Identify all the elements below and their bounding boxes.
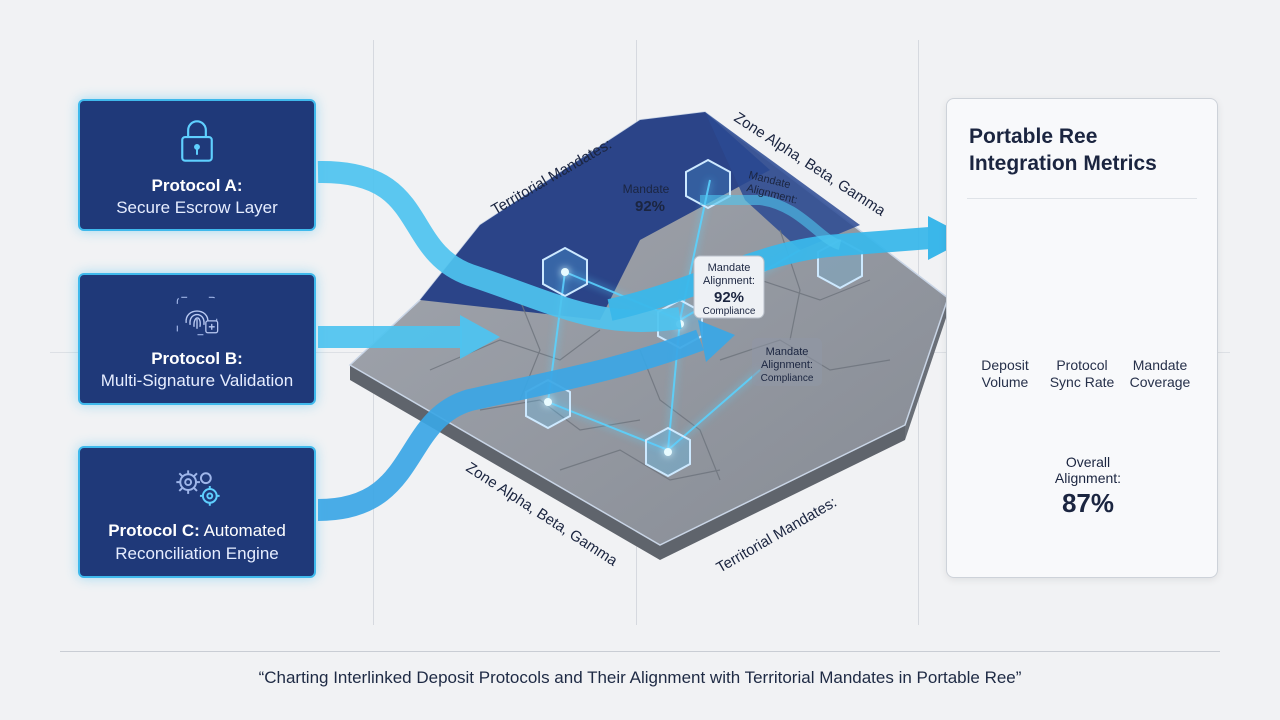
flow-arrow-c-head [698, 320, 735, 362]
svg-text:92%: 92% [635, 198, 665, 215]
svg-text:Compliance: Compliance [703, 306, 756, 317]
svg-text:Mandate: Mandate [766, 346, 809, 358]
caption-rule [60, 651, 1220, 652]
callout-3: Mandate Alignment: 92% Compliance [693, 255, 765, 319]
fingerprint-icon [176, 296, 219, 336]
map-slab-side [905, 298, 948, 440]
divider [967, 198, 1197, 199]
svg-text:Alignment:: Alignment: [761, 359, 813, 371]
protocol-a-title: Protocol A: [151, 176, 243, 195]
protocol-c-title: Protocol C: Automated [108, 521, 286, 540]
protocol-b-title: Protocol B: [151, 349, 243, 368]
territory-zone-navy [420, 112, 770, 320]
flow-arrow-b-head [460, 315, 500, 359]
donut-value: 87% [1061, 488, 1115, 518]
protocol-card-c: Protocol C: Automated Reconciliation Eng… [78, 446, 316, 578]
protocol-b-subtitle: Multi-Signature Validation [100, 371, 294, 390]
svg-text:Mandate: Mandate [623, 182, 670, 196]
flow-arrow-c [317, 329, 704, 521]
protocol-card-a: Protocol A: Secure Escrow Layer [78, 99, 316, 231]
svg-text:Mandate: Mandate [708, 262, 751, 274]
gears-icon [176, 470, 220, 506]
svg-text:Alignment:: Alignment: [703, 275, 755, 287]
metrics-title: Portable Ree Integration Metrics [969, 125, 1157, 175]
figure-caption: “Charting Interlinked Deposit Protocols … [258, 668, 1022, 687]
svg-text:92%: 92% [714, 289, 744, 306]
svg-text:Compliance: Compliance [761, 373, 814, 384]
territory-zone-navy [705, 112, 860, 250]
metrics-panel: Portable Ree Integration Metrics [946, 98, 1218, 578]
callout-1: Mandate 92% [623, 182, 670, 215]
protocol-card-b: Protocol B: Multi-Signature Validation [78, 273, 316, 405]
protocol-a-subtitle: Secure Escrow Layer [116, 198, 278, 217]
padlock-icon [181, 120, 213, 162]
flow-arrow-a [317, 160, 682, 333]
callout-4: Mandate Alignment: Compliance [752, 338, 822, 386]
protocol-c-subtitle: Reconciliation Engine [115, 544, 279, 563]
